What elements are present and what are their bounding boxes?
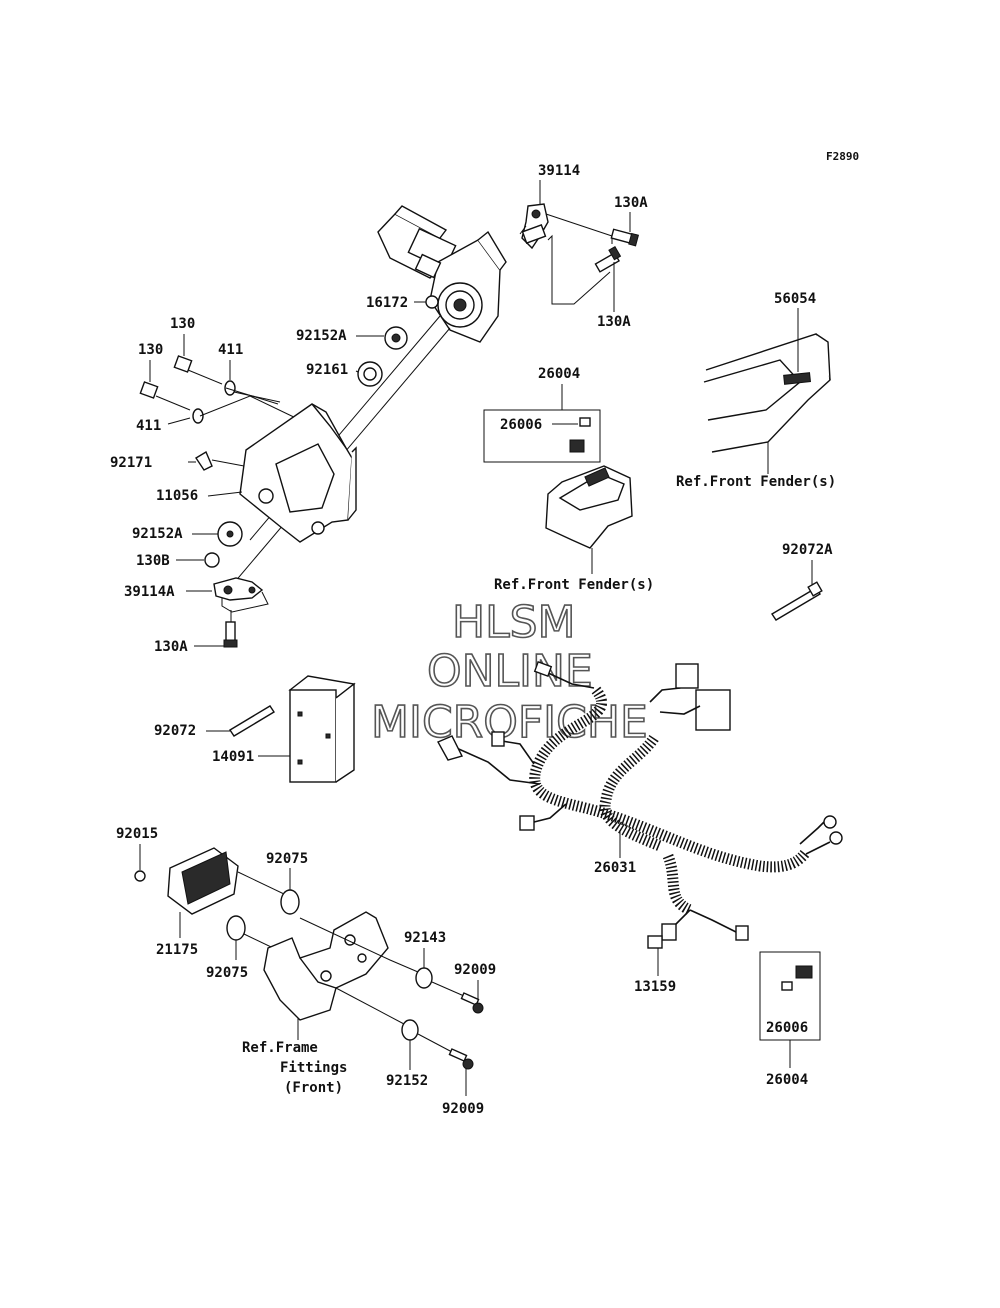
label-92009-top: 92009 xyxy=(454,962,496,978)
ring-terminal-1 xyxy=(823,815,837,829)
cable-tie-92072 xyxy=(229,705,275,737)
label-130A-low: 130A xyxy=(154,639,188,655)
holder-26004-low xyxy=(795,965,813,979)
watermark-line-3: MICROFICHE xyxy=(371,697,648,748)
nut-130B xyxy=(204,552,220,568)
washer-92143 xyxy=(415,967,433,989)
cable-tie-92072A xyxy=(771,581,823,621)
label-21175: 21175 xyxy=(156,942,198,958)
label-92072: 92072 xyxy=(154,723,196,739)
label-92075-low: 92075 xyxy=(206,965,248,981)
bracket-guide-lines xyxy=(199,387,301,421)
washer-411-top xyxy=(224,380,236,396)
label-ref-frame-line-1: Ref.Frame xyxy=(242,1040,318,1056)
bolt-92009-lower xyxy=(448,1048,474,1070)
label-ref-front-fender-right: Ref.Front Fender(s) xyxy=(676,474,836,490)
label-26004-low: 26004 xyxy=(766,1072,808,1088)
power-steering-motor xyxy=(377,205,507,343)
label-92161: 92161 xyxy=(306,362,348,378)
main-harness-26031 xyxy=(437,661,843,941)
label-130-left: 130 xyxy=(138,342,163,358)
washer-411-left xyxy=(192,408,204,424)
label-ref-frame-line-3: (Front) xyxy=(284,1080,343,1096)
collar-92152 xyxy=(401,1019,419,1041)
figure-code: F2890 xyxy=(826,150,859,163)
watermark-line-2: ONLINE xyxy=(427,646,593,697)
label-56054: 56054 xyxy=(774,291,816,307)
bolt-130A-upper xyxy=(610,228,640,247)
clip-26006-top xyxy=(579,417,591,427)
frame-fitting-bracket xyxy=(263,911,389,1021)
clip-92171 xyxy=(195,450,245,471)
grommet-92075-lower xyxy=(226,915,246,941)
label-130B: 130B xyxy=(136,553,170,569)
label-26006-top: 26006 xyxy=(500,417,542,433)
ecu-14091 xyxy=(288,675,356,783)
bolt-130A-middle xyxy=(594,245,622,273)
label-130A-mid: 130A xyxy=(597,314,631,330)
connector-top xyxy=(675,663,699,689)
label-39114: 39114 xyxy=(538,163,580,179)
clip-26006-low xyxy=(781,981,793,991)
label-39114A: 39114A xyxy=(124,584,175,600)
bracket-box-26004-low xyxy=(759,951,821,1041)
label-92152A-low: 92152A xyxy=(132,526,183,542)
label-92015: 92015 xyxy=(116,826,158,842)
bolt-130-top xyxy=(173,355,223,385)
label-11056: 11056 xyxy=(156,488,198,504)
label-92152: 92152 xyxy=(386,1073,428,1089)
universal-joint-upper xyxy=(521,203,549,250)
label-130-top: 130 xyxy=(170,316,195,332)
fitting-guide-lines xyxy=(299,917,419,1025)
seal-16172 xyxy=(425,295,439,309)
label-92009-low: 92009 xyxy=(442,1101,484,1117)
label-92143: 92143 xyxy=(404,930,446,946)
connector-left xyxy=(437,735,464,761)
label-130A-top: 130A xyxy=(614,195,648,211)
grommet-92075-upper xyxy=(280,889,300,915)
label-92075-top: 92075 xyxy=(266,851,308,867)
label-ref-frame-line-2: Fittings xyxy=(280,1060,347,1076)
bracket-11056 xyxy=(239,403,357,543)
bolt-92009-upper xyxy=(460,992,484,1014)
label-13159: 13159 xyxy=(634,979,676,995)
universal-joint-lower xyxy=(213,577,264,601)
regulator-21175 xyxy=(134,847,239,915)
relay-13159 xyxy=(647,935,663,949)
label-26006-low: 26006 xyxy=(766,1020,808,1036)
label-ref-front-fender-middle: Ref.Front Fender(s) xyxy=(494,577,654,593)
label-92072A: 92072A xyxy=(782,542,833,558)
label-14091: 14091 xyxy=(212,749,254,765)
label-plate-56054 xyxy=(783,372,812,385)
watermark-line-1: HLSM xyxy=(452,597,576,648)
front-fender-right xyxy=(703,333,831,453)
label-26004-top: 26004 xyxy=(538,366,580,382)
nut-92015 xyxy=(134,870,146,882)
connector-small xyxy=(519,815,535,831)
ring-terminal-2 xyxy=(829,831,843,845)
label-92152A-top: 92152A xyxy=(296,328,347,344)
bolt-130-left xyxy=(139,381,191,411)
label-411-top: 411 xyxy=(218,342,243,358)
label-16172: 16172 xyxy=(366,295,408,311)
holder-26004-top xyxy=(569,439,585,453)
front-fender-middle xyxy=(545,465,633,549)
bracket-box-26004-top xyxy=(483,409,601,463)
label-92171: 92171 xyxy=(110,455,152,471)
bolt-130A-lower xyxy=(223,621,238,648)
label-411-left: 411 xyxy=(136,418,161,434)
connector-large xyxy=(695,689,731,731)
label-26031: 26031 xyxy=(594,860,636,876)
